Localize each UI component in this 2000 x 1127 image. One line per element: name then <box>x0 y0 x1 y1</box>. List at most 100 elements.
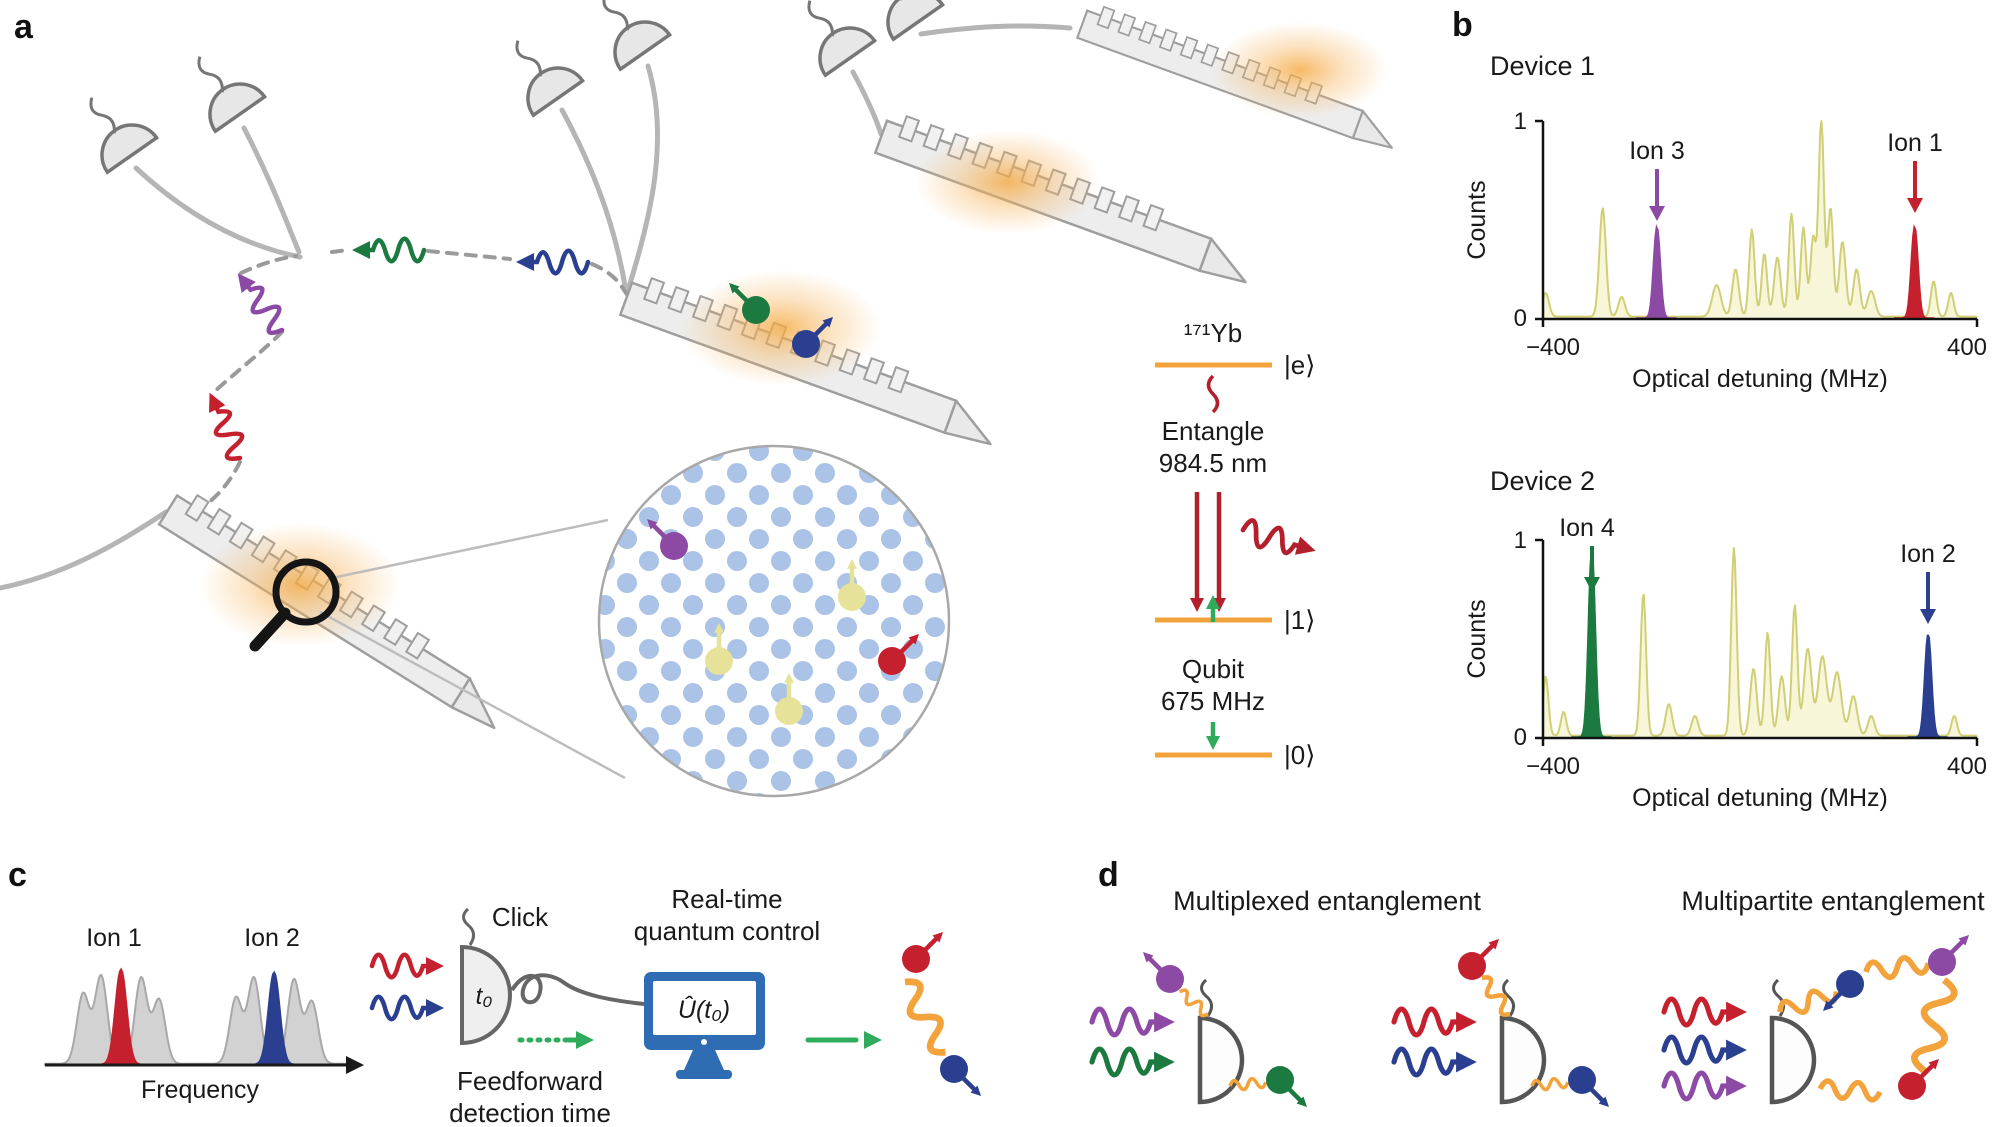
unitary-label: Û(t₀) <box>678 995 730 1024</box>
x-tick-min: −400 <box>1526 753 1580 780</box>
ion3-annotation: Ion 3 <box>1629 137 1685 221</box>
x-axis-label: Optical detuning (MHz) <box>1632 365 1888 393</box>
photon-detector-icon <box>578 0 672 71</box>
emitted-photon-squiggle <box>1206 374 1220 414</box>
photon-detector-icon <box>491 21 585 117</box>
panel-d-entanglement-schemes: Multiplexed entanglement Multipartite en… <box>1080 886 1985 1127</box>
blue-photon-wave-icon <box>372 997 444 1020</box>
photon-detector-icon <box>65 78 159 174</box>
device1-spectrum-chart: Device 1 1 0 Counts −400 400 Optical det… <box>1463 51 1987 393</box>
y-axis-label: Counts <box>1463 599 1491 678</box>
photon-detector-icon <box>1502 980 1544 1102</box>
purple-ion-icon <box>1928 935 1969 976</box>
monitor-base <box>676 1070 732 1079</box>
device1-plot-area: 1 0 Counts −400 400 Optical detuning (MH… <box>1463 108 1987 393</box>
ion1-label: Ion 1 <box>1887 129 1943 157</box>
ion1-peak <box>1894 223 1937 320</box>
ion3-label: Ion 3 <box>1629 137 1685 165</box>
blue-photon-wave-icon <box>1394 1049 1477 1075</box>
panel-label-b: b <box>1452 6 1473 44</box>
photon-detector-icon <box>173 37 267 133</box>
photon-detector: t₀ <box>460 907 512 1046</box>
red-photon-wave-icon <box>1394 1009 1477 1035</box>
device2-plot-area: 1 0 Counts −400 400 Optical detuning (MH… <box>1463 514 1987 812</box>
panel-label-c: c <box>8 856 27 894</box>
green-photon-wave-icon <box>1092 1049 1175 1075</box>
qubit-up-arrow <box>1206 595 1220 622</box>
entangle-label: Entangle <box>1162 416 1265 446</box>
axes <box>1535 538 1979 746</box>
ion4-arrowhead <box>1584 577 1600 592</box>
monitor-button <box>701 1039 707 1045</box>
ion2-arrowhead <box>1920 609 1936 624</box>
device2-spectrum-chart: Device 2 1 0 Counts −400 400 Optical det… <box>1463 466 1987 812</box>
spectrum-background <box>1542 546 1978 739</box>
realtime-label-line1: Real-time <box>671 884 782 914</box>
click-label: Click <box>492 902 549 932</box>
photon-detector-icon <box>783 0 877 77</box>
y-tick-min: 0 <box>1514 305 1527 332</box>
photon-detector-icon <box>1200 980 1242 1102</box>
chart-title: Device 1 <box>1490 51 1595 81</box>
panel-a-schematic: ¹⁷¹Yb |e⟩ |1⟩ |0⟩ Entangle 984.5 nm Qubi… <box>0 0 1405 798</box>
state-1-label: |1⟩ <box>1284 605 1315 635</box>
ion2-annotation: Ion 2 <box>1900 540 1956 624</box>
axes <box>1535 119 1979 327</box>
ion1-label: Ion 1 <box>86 924 142 952</box>
entanglement-link-icon <box>1820 1081 1881 1101</box>
ion2-peak <box>1907 634 1950 739</box>
ion4-annotation: Ion 4 <box>1559 514 1615 592</box>
device-glow <box>1212 22 1388 118</box>
x-axis-label: Optical detuning (MHz) <box>1632 784 1888 812</box>
multiplexed-pair-1 <box>1092 952 1307 1107</box>
multiplexed-title: Multiplexed entanglement <box>1173 886 1481 916</box>
zoom-lines <box>319 518 626 780</box>
purple-photon-wave-icon <box>1664 1073 1747 1099</box>
device-glow <box>916 130 1100 234</box>
blue-ion-icon <box>940 1055 981 1096</box>
detection-time-label: t₀ <box>476 983 493 1010</box>
ion2-label: Ion 2 <box>1900 540 1956 568</box>
control-computer: Û(t₀) <box>644 972 765 1079</box>
purple-photon-wave-icon <box>1092 1009 1175 1035</box>
ion2-label: Ion 2 <box>244 924 300 952</box>
chart-title: Device 2 <box>1490 466 1595 496</box>
red-photon-wave-icon <box>1664 999 1747 1025</box>
purple-ion-icon <box>1143 952 1184 993</box>
ion1-arrowhead <box>1907 198 1923 213</box>
entanglement-link-icon <box>1174 986 1213 1020</box>
red-ion-icon <box>902 932 943 973</box>
device-glow <box>200 523 400 647</box>
green-ion-icon <box>1266 1066 1307 1107</box>
device-glow <box>681 270 881 386</box>
qubit-frequency: 675 MHz <box>1161 686 1265 716</box>
x-tick-max: 400 <box>1947 753 1987 780</box>
x-tick-max: 400 <box>1947 334 1987 361</box>
blue-ion-icon <box>1823 970 1864 1011</box>
qubit-down-arrow <box>1206 722 1220 750</box>
energy-level-diagram: ¹⁷¹Yb |e⟩ |1⟩ |0⟩ Entangle 984.5 nm Qubi… <box>1155 318 1319 770</box>
multipartite-title: Multipartite entanglement <box>1681 886 1985 916</box>
state-0-label: |0⟩ <box>1284 740 1315 770</box>
isotope-label: ¹⁷¹Yb <box>1184 318 1243 348</box>
y-axis-label: Counts <box>1463 180 1491 259</box>
entangle-photon-wave-icon <box>1240 519 1319 563</box>
blue-photon-wave-icon <box>516 251 588 274</box>
blue-ion-icon <box>1568 1066 1609 1107</box>
state-e-label: |e⟩ <box>1284 350 1315 380</box>
panel-label-a: a <box>14 8 33 46</box>
crystal-lattice-zoom-circle <box>597 444 951 798</box>
optical-fibers <box>0 23 1073 591</box>
panel-c-feedforward-scheme: Ion 1 Ion 2 Frequency t₀ Click Û(t₀) <box>44 884 1080 1127</box>
entanglement-link-icon <box>1912 977 1956 1073</box>
x-tick-min: −400 <box>1526 334 1580 361</box>
entangle-transition-arrows <box>1190 492 1226 612</box>
ion1-annotation: Ion 1 <box>1887 129 1943 213</box>
red-ion-icon <box>1458 939 1499 980</box>
entangle-wavelength: 984.5 nm <box>1159 448 1267 478</box>
ion3-arrowhead <box>1649 206 1665 221</box>
multiplexed-pair-2 <box>1394 939 1609 1107</box>
green-photon-wave-icon <box>352 239 424 262</box>
monitor-stand <box>684 1050 724 1070</box>
